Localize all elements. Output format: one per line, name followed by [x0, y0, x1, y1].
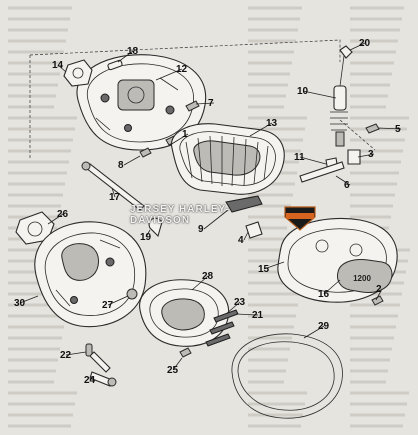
- leader-line-22: [65, 351, 87, 356]
- breather-tube: [330, 45, 353, 147]
- half-clip: [148, 217, 163, 238]
- inner-cover: [34, 221, 147, 328]
- bolt-27: [126, 288, 138, 300]
- leader-line-20: [349, 42, 366, 51]
- badge-plate: 1200: [337, 259, 393, 293]
- callout-19: 19: [140, 232, 152, 243]
- leader-line-12: [155, 68, 183, 81]
- callout-numbers: 1234567891011121314151617181920212223242…: [14, 38, 401, 386]
- screw-4: [245, 221, 263, 239]
- leader-line-2: [375, 288, 383, 301]
- leader-line-9: [203, 209, 229, 230]
- leader-line-1: [169, 133, 189, 146]
- badge-text: 1200: [353, 274, 371, 283]
- leader-line-16: [323, 279, 341, 295]
- leader-line-5: [377, 127, 402, 130]
- leader-line-6: [335, 175, 351, 186]
- callout-18: 18: [127, 46, 139, 57]
- screw-25: [179, 347, 192, 358]
- callout-8: 8: [118, 160, 124, 171]
- leader-line-17: [111, 187, 116, 198]
- callout-9: 9: [198, 224, 204, 235]
- callout-13: 13: [266, 118, 278, 129]
- bracket: [225, 195, 263, 213]
- filter-element: [171, 123, 285, 195]
- harley-davidson-logo: [284, 206, 316, 231]
- callout-21: 21: [252, 310, 264, 321]
- screws-21-23: [205, 309, 239, 347]
- callout-30: 30: [14, 298, 26, 309]
- callout-25: 25: [167, 365, 179, 376]
- callout-10: 10: [297, 86, 309, 97]
- callout-3: 3: [368, 149, 374, 160]
- callout-16: 16: [318, 289, 330, 300]
- clip: [107, 59, 123, 71]
- leader-line-13: [249, 122, 273, 137]
- callout-23: 23: [234, 297, 246, 308]
- leader-line-14: [57, 64, 67, 73]
- seal-ring: [231, 333, 343, 419]
- leader-line-4: [243, 231, 249, 241]
- breather-gasket: [63, 59, 93, 87]
- assembly-lines: [29, 39, 376, 160]
- callout-29: 29: [318, 321, 330, 332]
- leader-line-19: [145, 229, 151, 238]
- callout-15: 15: [258, 264, 270, 275]
- leader-lines: [19, 42, 402, 381]
- pleated-filter: [139, 279, 230, 347]
- callout-26: 26: [57, 209, 69, 220]
- callout-5: 5: [395, 124, 401, 135]
- callout-20: 20: [359, 38, 371, 49]
- callout-28: 28: [202, 271, 214, 282]
- leader-line-18: [117, 50, 134, 63]
- callout-12: 12: [176, 64, 188, 75]
- leader-line-11: [299, 156, 327, 165]
- leader-line-25: [172, 357, 183, 371]
- leader-line-24: [89, 375, 93, 381]
- leader-line-8: [123, 155, 141, 166]
- backplate: [76, 54, 207, 151]
- callout-22: 22: [60, 350, 72, 361]
- long-bolt: [81, 161, 145, 211]
- leader-line-10: [302, 90, 337, 99]
- leader-line-30: [19, 295, 39, 304]
- callout-24: 24: [84, 375, 96, 386]
- callout-27: 27: [102, 300, 114, 311]
- leader-line-28: [191, 275, 209, 291]
- fittings: [299, 123, 380, 183]
- callout-17: 17: [109, 192, 121, 203]
- leader-line-29: [303, 325, 325, 339]
- leader-line-3: [357, 153, 375, 158]
- leader-line-7: [195, 102, 215, 105]
- callout-4: 4: [238, 235, 244, 246]
- callout-14: 14: [52, 60, 64, 71]
- callout-2: 2: [376, 284, 382, 295]
- watermark: JERSEY HARLEY-DAVIDSON: [130, 204, 230, 226]
- leader-line-23: [225, 301, 241, 315]
- callout-11: 11: [294, 152, 305, 163]
- bolts-22-24: [85, 343, 117, 387]
- callout-6: 6: [344, 180, 350, 191]
- callout-7: 7: [208, 98, 214, 109]
- leader-line-27: [107, 295, 129, 306]
- leader-line-15: [263, 261, 285, 270]
- callout-1: 1: [182, 129, 188, 140]
- leader-line-26: [47, 213, 64, 225]
- leader-line-21: [235, 313, 259, 316]
